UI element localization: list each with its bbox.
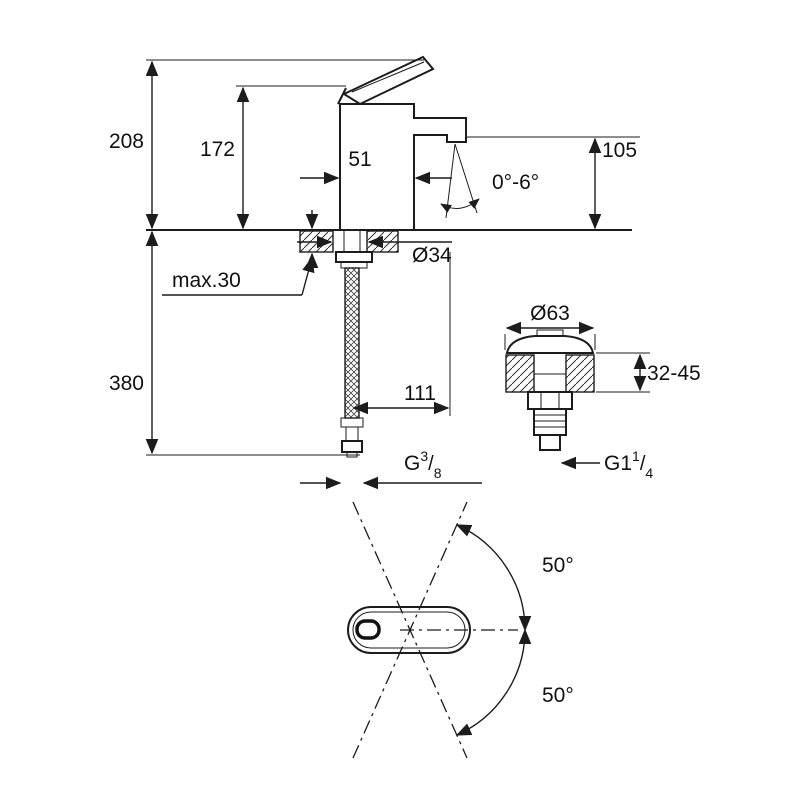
waste-thread-denominator: 4	[645, 465, 653, 481]
dimension-hole-diameter: Ø34	[297, 232, 452, 267]
deck-section	[146, 229, 632, 253]
faucet-side-view	[337, 55, 480, 231]
basin-hatch-left	[505, 354, 535, 393]
dim-body-height-label: 172	[200, 138, 235, 161]
dim-hole-diameter-label: Ø34	[412, 244, 452, 267]
handle-top-view: 50° 50°	[347, 501, 574, 759]
dim-spout-reach-label: 111	[404, 382, 436, 405]
mounting-nut	[335, 251, 373, 263]
drain-tailpiece	[539, 434, 561, 451]
dim-total-height-label: 208	[109, 130, 144, 153]
waste-thread-slash: /	[640, 453, 646, 475]
dimension-max-deck: max.30	[162, 210, 319, 296]
handle-cap-slot	[355, 619, 381, 640]
dimension-basin-thickness: 32-45	[596, 352, 701, 393]
dimension-supply-thread: G3/8	[300, 448, 482, 490]
dim-basin-thickness-label: 32-45	[647, 362, 701, 385]
waste-thread-label: G11/4	[604, 448, 653, 481]
swing-angle-bottom-label: 50°	[542, 684, 574, 707]
dimension-hose-length: 380	[109, 230, 360, 456]
swing-angle-top-label: 50°	[542, 554, 574, 577]
dim-spout-height-label: 105	[602, 139, 637, 162]
supply-thread-prefix: G	[404, 452, 420, 475]
dimension-body-height: 172	[200, 85, 346, 230]
dimension-spout-reach: 111	[352, 252, 451, 416]
drain-locknut	[527, 391, 573, 410]
handle-base-line	[337, 87, 347, 105]
swing-arc-top	[455, 524, 532, 632]
dimension-drain-diameter: Ø63	[504, 302, 596, 350]
supply-thread-label: G3/8	[404, 448, 442, 481]
dimension-waste-thread: G11/4	[560, 448, 653, 481]
handle-edge-line	[351, 61, 425, 93]
hose-collar	[340, 417, 364, 428]
swing-arc-bottom	[455, 628, 532, 736]
dim-hose-length-label: 380	[109, 372, 144, 395]
hose-stem	[345, 426, 359, 442]
drain-flange	[505, 335, 595, 354]
dim-spout-angle-label: 0°-6°	[492, 171, 539, 194]
supply-thread-numerator: 3	[420, 448, 428, 464]
waste-thread-prefix: G1	[604, 452, 632, 475]
waste-thread-numerator: 1	[632, 448, 640, 464]
dimension-total-height: 208	[109, 59, 424, 230]
stream-angle-arc	[440, 198, 480, 213]
drain-thread-body	[533, 408, 567, 436]
dim-drain-diameter-label: Ø63	[530, 302, 570, 325]
dim-spout-depth-label: 51	[348, 148, 371, 171]
faucet-handle	[341, 55, 435, 106]
basin-hatch-right	[565, 354, 595, 393]
dim-max-deck-label: max.30	[172, 269, 241, 292]
supply-thread-denominator: 8	[434, 465, 442, 481]
dimension-spout-depth: 51	[300, 148, 452, 185]
supply-thread-slash: /	[428, 453, 434, 475]
dimension-spout-angle: 0°-6°	[492, 171, 539, 194]
dimension-spout-height: 105	[466, 136, 640, 230]
supply-hose	[344, 267, 360, 419]
mounting-hardware	[335, 230, 373, 458]
hose-nut	[341, 440, 363, 453]
drain-side-view	[505, 329, 595, 451]
